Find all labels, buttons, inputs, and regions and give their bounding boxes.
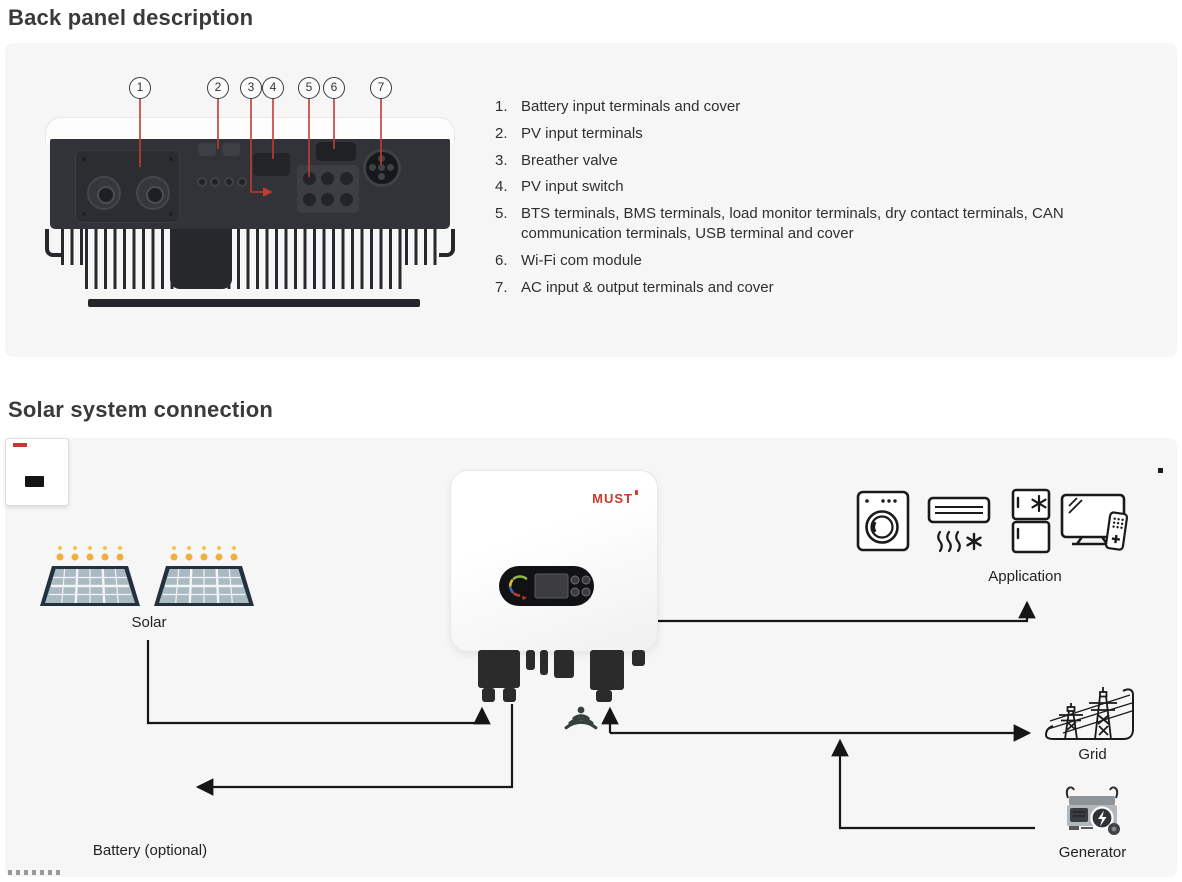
legend-item-3: 3. Breather valve (495, 151, 618, 169)
mount-hook-right (439, 229, 455, 257)
connection-line-inverter-to-application (655, 600, 1036, 623)
generator-icon (1065, 786, 1120, 835)
air-conditioner-icon (927, 496, 991, 553)
back-panel-section: 1 2 3 4 5 6 7 1. Battery input terminals… (5, 43, 1177, 357)
connection-line-inverter-to-battery (195, 704, 514, 796)
heatsink-center-block (170, 229, 232, 289)
battery-indicator-dot (1158, 468, 1163, 473)
callout-5: 5 (298, 77, 320, 99)
battery-connector-1 (87, 176, 121, 210)
communication-terminal-block (297, 165, 359, 213)
pv-connector-pair-1 (196, 172, 221, 192)
breather-valve (253, 153, 290, 176)
battery-terminal-cover (75, 150, 180, 223)
washing-machine-icon (856, 490, 910, 552)
inverter-top-lid (45, 117, 455, 143)
pv-connector-pair-2 (223, 172, 248, 192)
legend-item-5: 5. BTS terminals, BMS terminals, load mo… (495, 205, 1064, 242)
legend-item-6: 6. Wi-Fi com module (495, 251, 642, 269)
back-panel-legend: 1. Battery input terminals and cover 2. … (495, 97, 1145, 304)
pv-terminal-top-1 (198, 143, 216, 156)
generator-label: Generator (1058, 844, 1127, 861)
solar-label: Solar (131, 614, 167, 631)
callout-2: 2 (207, 77, 229, 99)
system-connection-lines (146, 600, 1036, 830)
legend-item-4: 4. PV input switch (495, 178, 624, 196)
battery-connector-2 (136, 176, 170, 210)
legend-item-7: 7. AC input & output terminals and cover (495, 278, 774, 296)
battery-icon (5, 438, 1163, 875)
mount-hook-left (45, 229, 61, 257)
inverter-ac-connector-block (590, 650, 624, 690)
inverter-connector-small-1 (526, 650, 535, 670)
wifi-signal-icon (564, 706, 598, 730)
inverter-display (499, 566, 594, 606)
solar-system-section: Solar MUST (5, 438, 1177, 877)
battery-display (25, 476, 44, 487)
grid-label: Grid (1078, 746, 1107, 763)
legend-item-2: 2. PV input terminals (495, 124, 643, 142)
heatsink-fins-right (405, 229, 441, 265)
inverter-plug-1 (482, 688, 495, 702)
solar-panel-icon (40, 546, 140, 606)
legend-item-1: 1. Battery input terminals and cover (495, 98, 741, 115)
connection-line-solar-to-inverter (146, 640, 491, 725)
must-brand-logo: MUST (592, 490, 638, 506)
pv-terminal-top-2 (222, 143, 240, 156)
inverter-ac-plug (596, 690, 612, 702)
inverter-connector-small-3 (632, 650, 645, 666)
solar-system-heading: Solar system connection (8, 397, 274, 422)
battery-vents (8, 870, 64, 875)
solar-panel-icon (154, 546, 254, 606)
inverter-connector-mid (554, 650, 574, 678)
leader-line-3 (250, 99, 273, 197)
callout-leader-lines (139, 99, 382, 197)
heatsink-fins-left (61, 229, 85, 265)
callout-1: 1 (129, 77, 151, 99)
power-grid-icon (1044, 687, 1134, 740)
wifi-com-module (316, 142, 356, 161)
battery-label: Battery (optional) (92, 842, 208, 859)
inverter-connector-small-2 (540, 650, 548, 675)
callout-4: 4 (262, 77, 284, 99)
heatsink-fins (85, 229, 405, 289)
inverter-pv-battery-connector-block (478, 650, 520, 688)
callout-6: 6 (323, 77, 345, 99)
tv-remote-icon (1060, 493, 1129, 551)
inverter-image: MUST (450, 470, 658, 652)
connection-line-generator-to-grid (831, 738, 1035, 830)
mount-bottom-bar (88, 299, 420, 307)
inverter-plug-2 (503, 688, 516, 702)
application-label: Application (988, 568, 1062, 585)
battery-brand-mark (13, 443, 27, 447)
callout-7: 7 (370, 77, 392, 99)
back-panel-heading: Back panel description (8, 5, 254, 30)
refrigerator-icon (1011, 488, 1051, 554)
callout-3: 3 (240, 77, 262, 99)
